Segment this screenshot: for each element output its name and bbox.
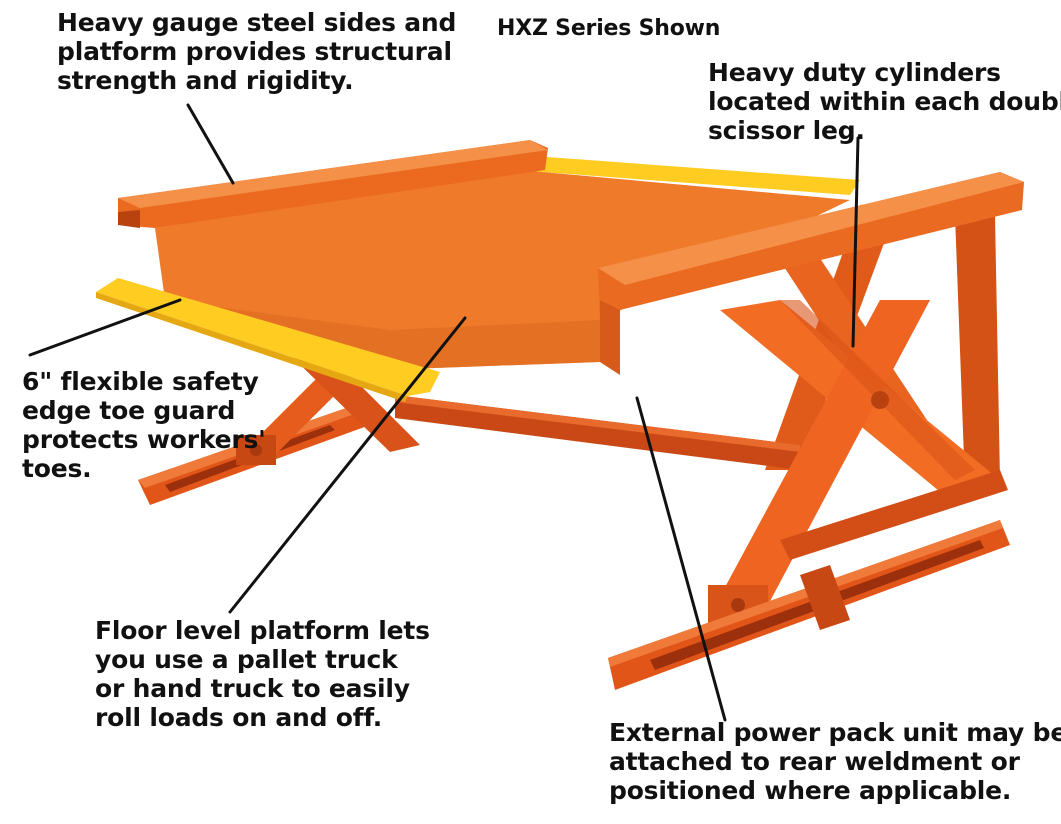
- right-scissor-leg-shade: [780, 300, 975, 480]
- callout-line: strength and rigidity.: [57, 66, 354, 95]
- callout-line: you use a pallet truck: [95, 645, 398, 674]
- leader-lines: [28, 103, 860, 722]
- leader-cylinders: [851, 136, 860, 348]
- callout-line: Floor level platform lets: [95, 616, 430, 645]
- right-pivot-pin: [731, 598, 745, 612]
- platform-right-side-face: [600, 300, 620, 375]
- callout-power-pack: External power pack unit may be attached…: [609, 718, 1061, 805]
- right-center-pivot: [871, 391, 889, 409]
- platform-deck: [155, 170, 850, 370]
- left-pivot-pin: [250, 444, 262, 456]
- callout-line: located within each double: [708, 87, 1061, 116]
- callout-line: edge toe guard: [22, 396, 236, 425]
- callout-line: attached to rear weldment or: [609, 747, 1020, 776]
- callout-line: or hand truck to easily: [95, 674, 410, 703]
- callout-steel-sides: Heavy gauge steel sides and platform pro…: [57, 8, 456, 95]
- rear-cross-tube-highlight: [395, 395, 800, 452]
- callout-line: Heavy gauge steel sides and: [57, 8, 457, 37]
- leader-steel-sides: [186, 103, 235, 185]
- leader-power-pack: [635, 396, 727, 722]
- right-base-crossbar: [800, 565, 850, 630]
- callout-line: External power pack unit may be: [609, 718, 1061, 747]
- callout-line: platform provides structural: [57, 37, 452, 66]
- leader-floor-level: [228, 316, 467, 614]
- rear-scissor-leg: [955, 215, 1000, 485]
- platform: [96, 140, 1024, 402]
- front-toe-guard: [96, 278, 440, 396]
- right-scissor-assembly: [708, 300, 1000, 630]
- callout-toe-guard: 6" flexible safety edge toe guard protec…: [22, 367, 266, 483]
- callout-line: protects workers': [22, 425, 266, 454]
- callout-line: 6" flexible safety: [22, 367, 259, 396]
- callout-line: Heavy duty cylinders: [708, 58, 1001, 87]
- right-base-rail-top: [608, 520, 1003, 667]
- platform-deck-shade: [165, 300, 600, 370]
- callout-line: roll loads on and off.: [95, 703, 383, 732]
- rear-toe-guard: [515, 155, 860, 195]
- right-base-frame: [608, 470, 1010, 690]
- leader-toe-guard: [28, 298, 182, 357]
- platform-left-side-dark: [118, 210, 140, 228]
- series-caption: HXZ Series Shown: [497, 16, 721, 41]
- front-toe-guard-edge: [96, 292, 408, 402]
- platform-left-side-top: [118, 140, 548, 208]
- callout-line: toes.: [22, 454, 92, 483]
- callout-line: positioned where applicable.: [609, 776, 1012, 805]
- callout-cylinders: Heavy duty cylinders located within each…: [708, 58, 1061, 145]
- callout-line: scissor leg.: [708, 116, 865, 145]
- callout-floor-level: Floor level platform lets you use a pall…: [95, 616, 430, 732]
- platform-right-side-top: [598, 172, 1024, 285]
- right-base-rear-rail: [780, 470, 1008, 560]
